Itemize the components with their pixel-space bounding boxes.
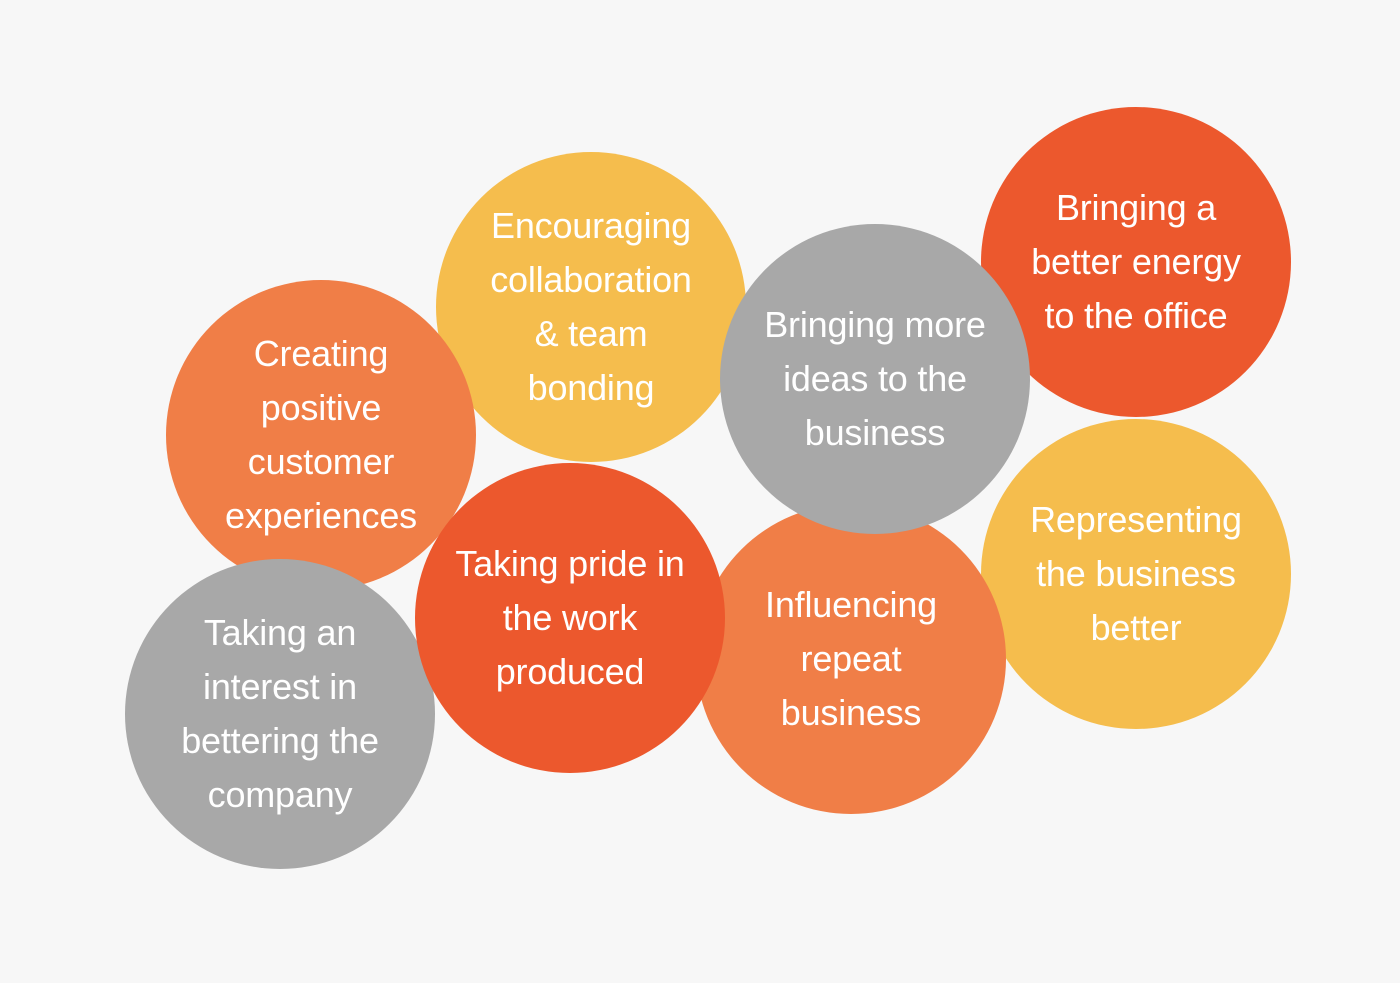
bubble-label: Bringing a better energy to the office: [1031, 187, 1241, 336]
bubble-interest-in-bettering: Taking an interest in bettering the comp…: [125, 559, 435, 869]
bubble-taking-pride: Taking pride in the work produced: [415, 463, 725, 773]
bubble-label: Taking an interest in bettering the comp…: [181, 612, 379, 815]
bubble-label: Representing the business better: [1030, 499, 1242, 648]
bubble-positive-customer-experiences: Creating positive customer experiences: [166, 280, 476, 590]
bubble-label: Taking pride in the work produced: [455, 543, 685, 692]
bubble-label: Creating positive customer experiences: [225, 333, 417, 536]
bubble-influencing-repeat-business: Influencing repeat business: [696, 504, 1006, 814]
bubble-more-ideas: Bringing more ideas to the business: [720, 224, 1030, 534]
bubble-encouraging-collaboration: Encouraging collaboration & team bonding: [436, 152, 746, 462]
bubble-label: Bringing more ideas to the business: [764, 304, 986, 453]
bubble-representing-business: Representing the business better: [981, 419, 1291, 729]
bubble-label: Encouraging collaboration & team bonding: [490, 205, 692, 408]
bubble-better-energy: Bringing a better energy to the office: [981, 107, 1291, 417]
bubble-label: Influencing repeat business: [765, 584, 937, 733]
